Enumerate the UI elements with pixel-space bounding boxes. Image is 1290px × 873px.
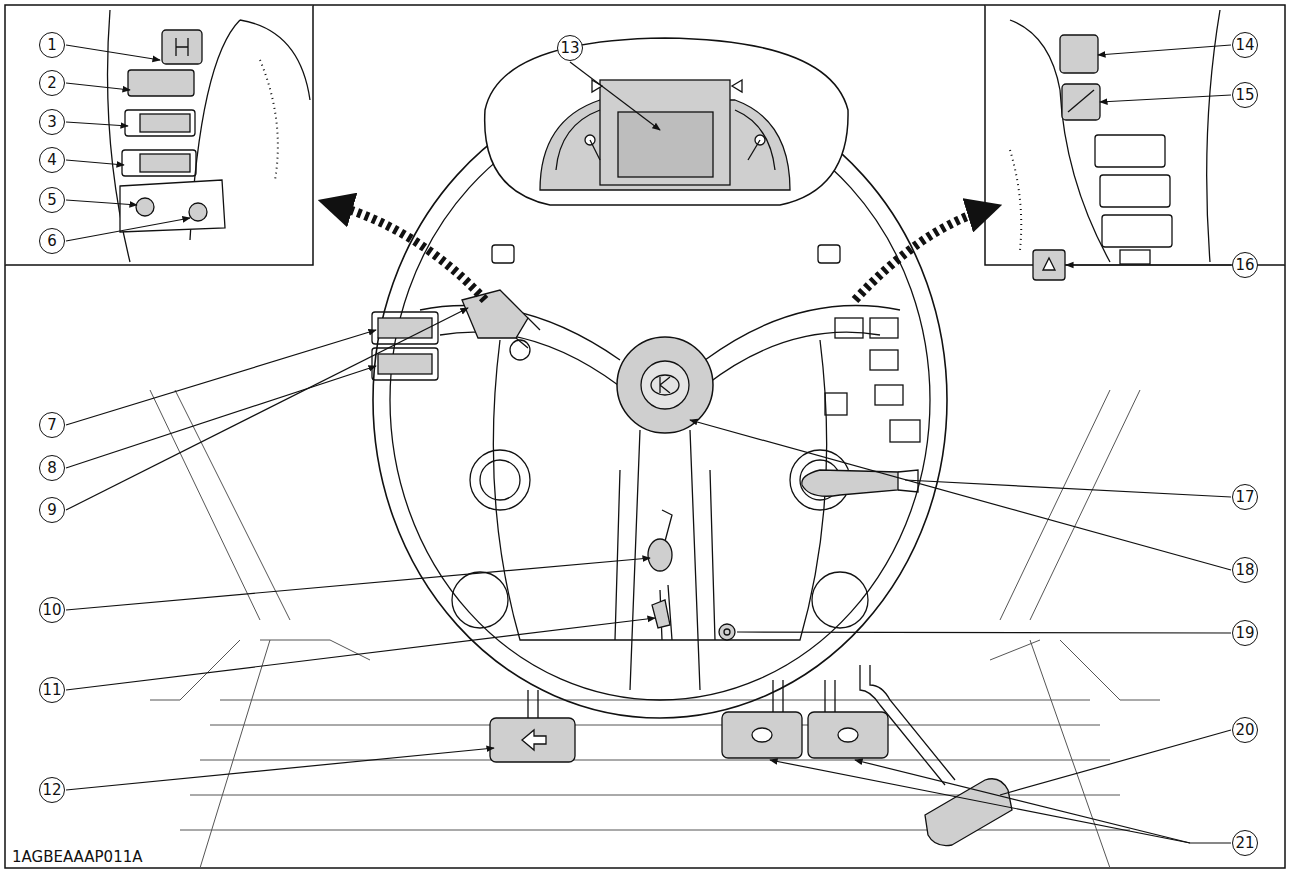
leader-lines <box>66 45 1231 843</box>
callout-number: 10 <box>39 597 65 623</box>
callout-number: 5 <box>39 187 65 213</box>
callout-number: 17 <box>1232 484 1258 510</box>
callout-number: 14 <box>1232 32 1258 58</box>
callout-number: 19 <box>1232 620 1258 646</box>
callout-number: 21 <box>1232 830 1258 856</box>
callout-number: 1 <box>39 32 65 58</box>
callout-number: 15 <box>1232 82 1258 108</box>
callout-number: 11 <box>39 677 65 703</box>
callout-number: 12 <box>39 777 65 803</box>
callout-number: 9 <box>39 497 65 523</box>
callout-number: 4 <box>39 147 65 173</box>
line-art <box>5 5 1285 868</box>
callout-number: 18 <box>1232 557 1258 583</box>
callout-number: 7 <box>39 412 65 438</box>
frame <box>5 5 1285 868</box>
callout-number: 2 <box>39 70 65 96</box>
figure-code: 1AGBEAAAP011A <box>12 848 143 866</box>
callout-number: 3 <box>39 109 65 135</box>
callout-number: 20 <box>1232 717 1258 743</box>
callout-number: 6 <box>39 228 65 254</box>
callout-number: 13 <box>557 35 583 61</box>
callout-number: 8 <box>39 455 65 481</box>
callout-number: 16 <box>1232 252 1258 278</box>
